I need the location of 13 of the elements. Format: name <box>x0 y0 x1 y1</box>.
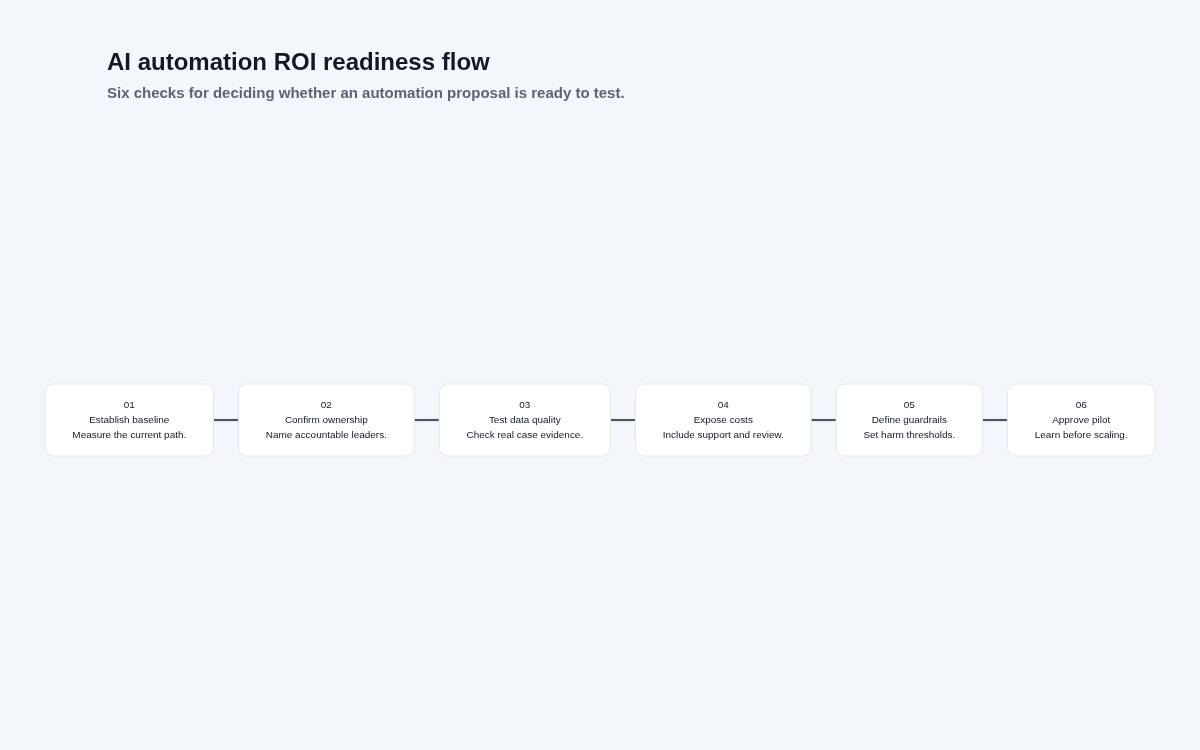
node-box: 04 Expose costs Include support and review. <box>634 383 812 457</box>
connector <box>610 418 636 422</box>
node-box: 01 Establish baseline Measure the current path. <box>44 383 215 457</box>
node-box: 06 Approve pilot Learn before scaling. <box>1006 383 1156 457</box>
diagram-title: AI automation ROI readiness flow <box>107 48 491 76</box>
connector <box>811 418 837 422</box>
connector <box>982 418 1008 422</box>
node-box: 02 Confirm ownership Name accountable leaders. <box>238 383 415 457</box>
node-box: 03 Test data quality Check real case evidence. <box>438 383 611 457</box>
connector <box>414 418 440 422</box>
node-box: 05 Define guardrails Set harm thresholds. <box>835 383 983 457</box>
diagram-subtitle: Six checks for deciding whether an automation proposal is ready to test. <box>107 84 625 101</box>
connector <box>213 418 239 422</box>
